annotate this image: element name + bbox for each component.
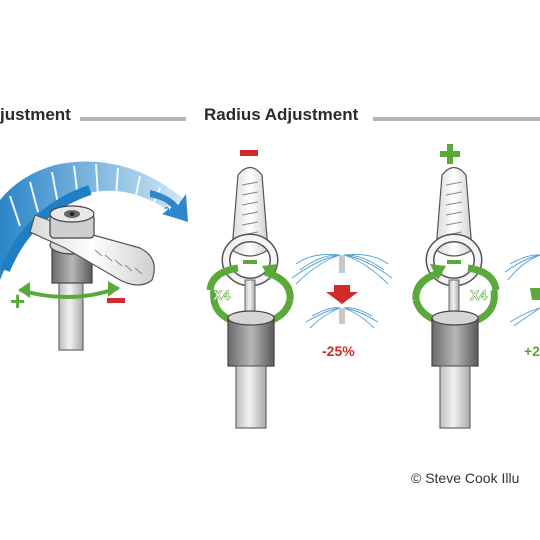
radius-adjustment-title: Radius Adjustment — [204, 105, 359, 124]
radius-left-turns-label: X4 — [213, 287, 230, 303]
radius-plus-sign — [440, 144, 460, 164]
radius-left-percent: -25% — [322, 343, 355, 359]
arc-angle-label: 210° — [164, 206, 185, 217]
radius-minus-bar — [240, 150, 258, 156]
radius-right-percent: +2 — [524, 343, 540, 359]
radius-nozzle-right — [412, 166, 500, 429]
arc-plus-sign: + — [10, 286, 25, 316]
radius-nozzle-left — [206, 166, 294, 429]
arc-adjustment-title: justment — [0, 105, 71, 124]
radius-title-rule — [373, 117, 540, 121]
arc-title-rule — [80, 117, 186, 121]
radius-right-turns-label: X4 — [470, 287, 487, 303]
arc-minus-bar — [107, 298, 125, 303]
radius-right-spray — [504, 254, 540, 327]
copyright-credit: © Steve Cook Illu — [411, 470, 520, 486]
radius-left-spray — [291, 253, 393, 329]
arc-nozzle — [18, 205, 155, 351]
